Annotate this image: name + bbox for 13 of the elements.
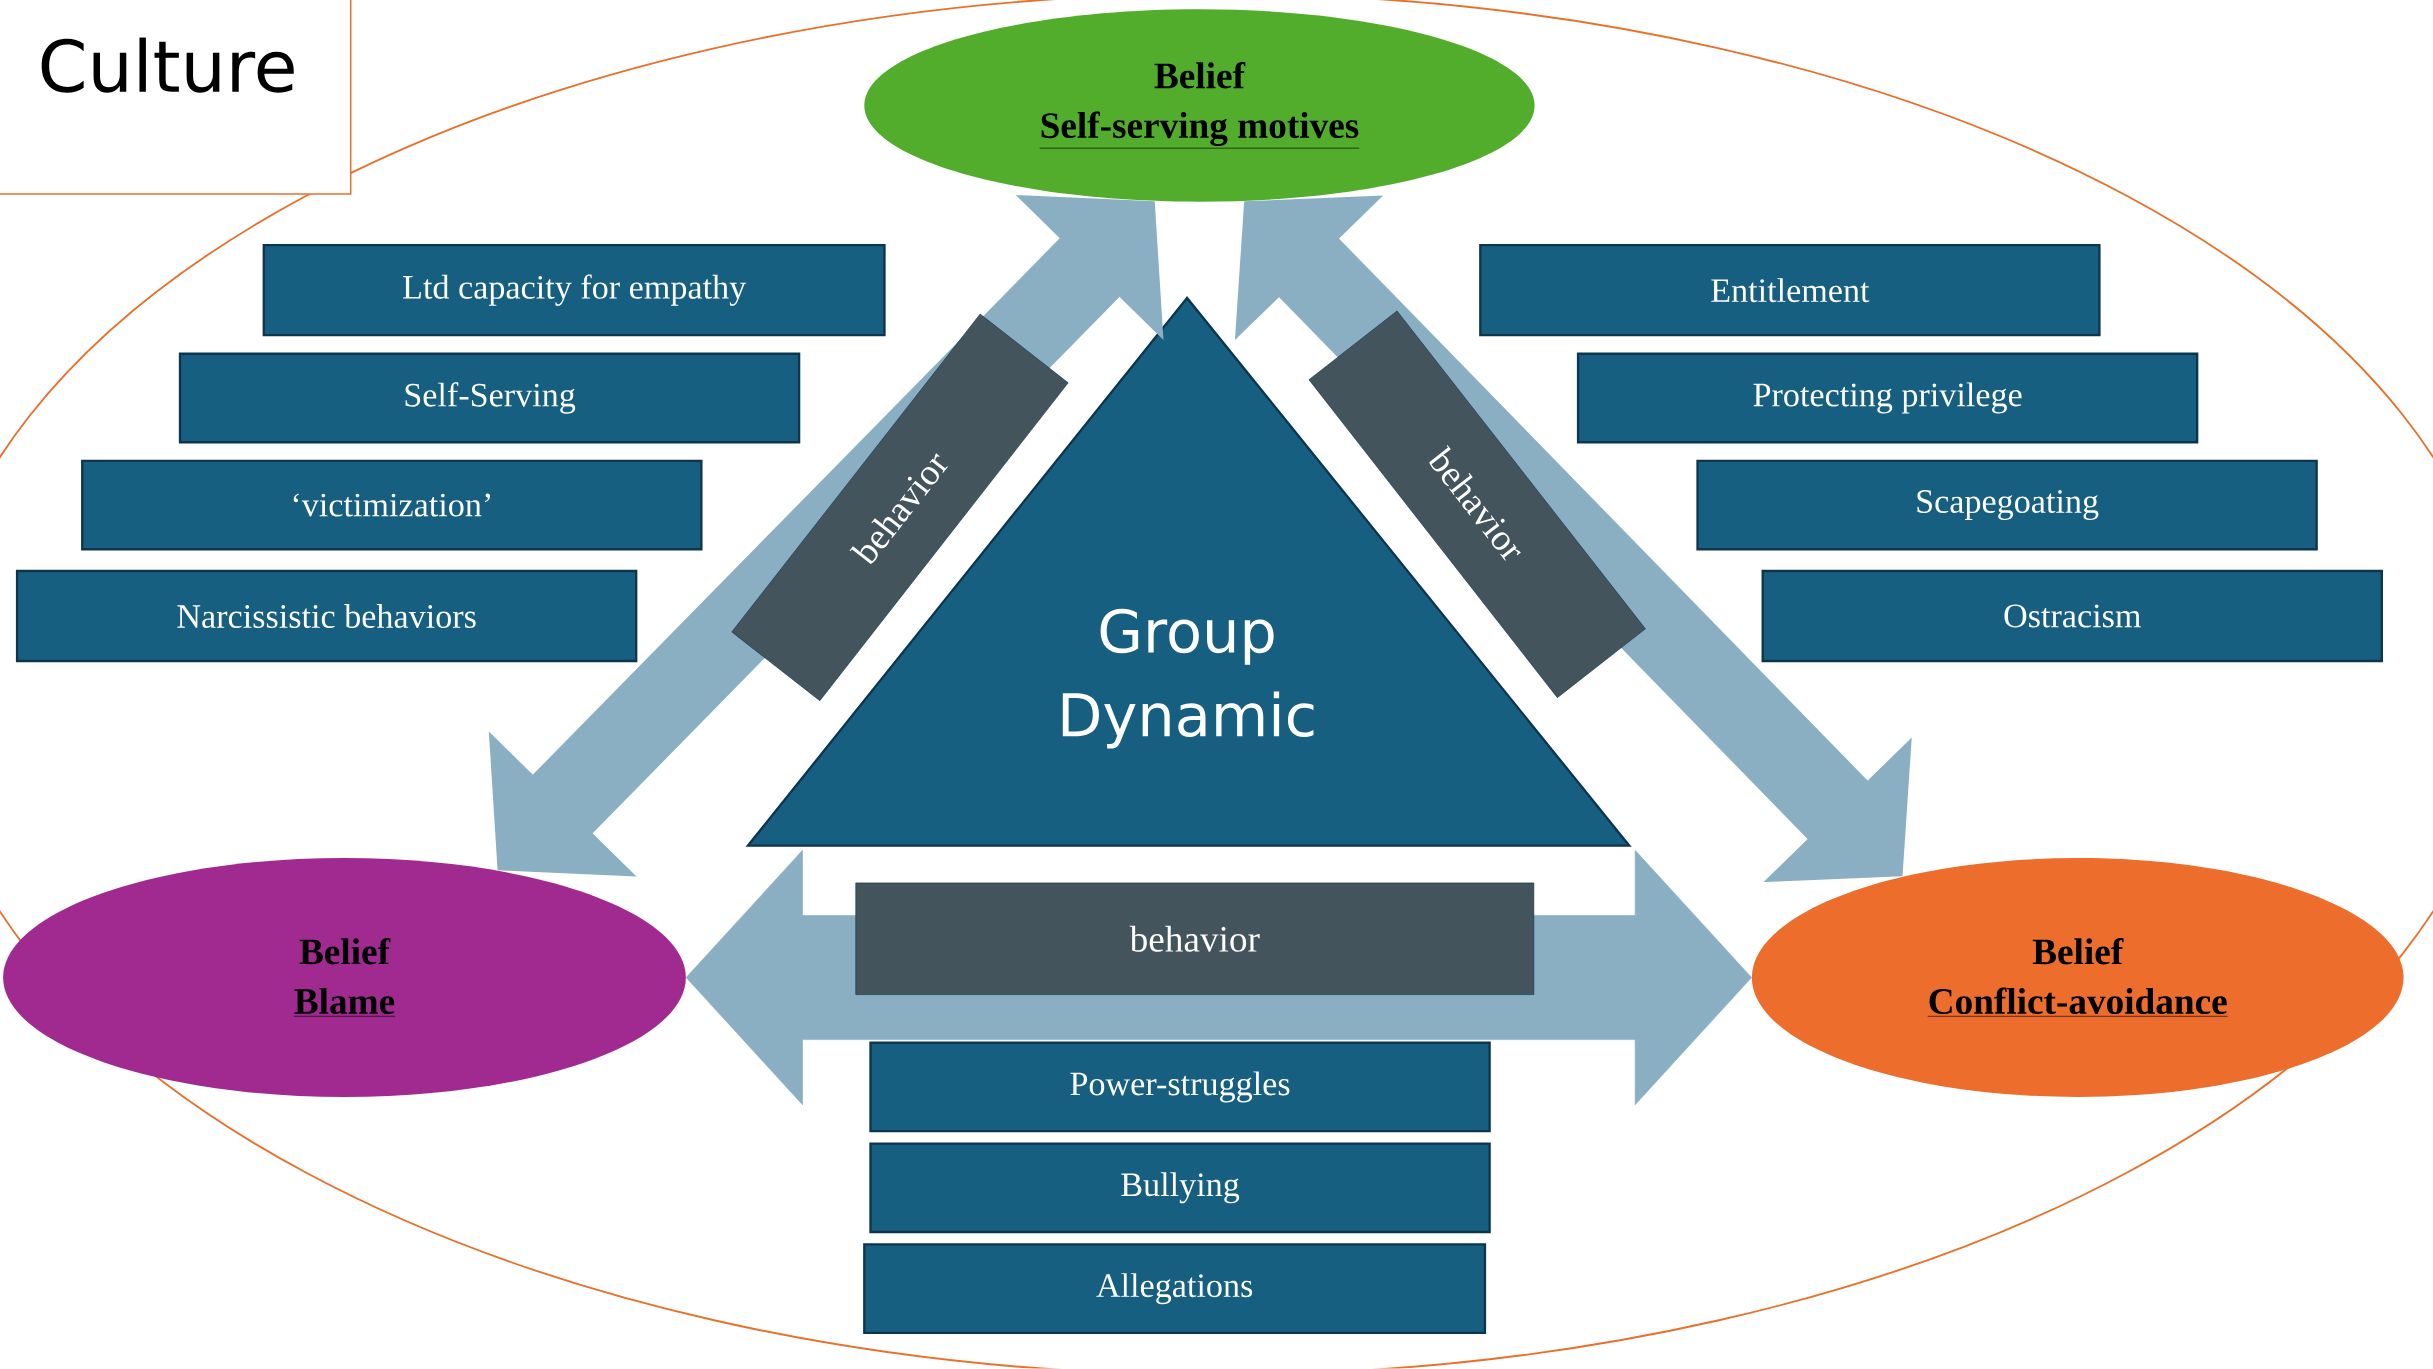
label-box: Ltd capacity for empathy: [262, 244, 886, 337]
label-box: Protecting privilege: [1576, 352, 2199, 444]
label-box: Allegations: [863, 1243, 1487, 1335]
label-box: Ostracism: [1761, 570, 2383, 663]
label-box: Power-struggles: [869, 1041, 1491, 1133]
label-box: Entitlement: [1479, 244, 2101, 337]
label-box: Scapegoating: [1696, 459, 2318, 551]
label-box: Self-Serving: [178, 352, 801, 444]
label-box: Bullying: [869, 1142, 1491, 1234]
behavior-label: behavior: [855, 882, 1535, 996]
label-box: ‘victimization’: [81, 459, 703, 551]
label-box: Narcissistic behaviors: [15, 570, 638, 663]
title-box: Culture: [0, 0, 352, 195]
